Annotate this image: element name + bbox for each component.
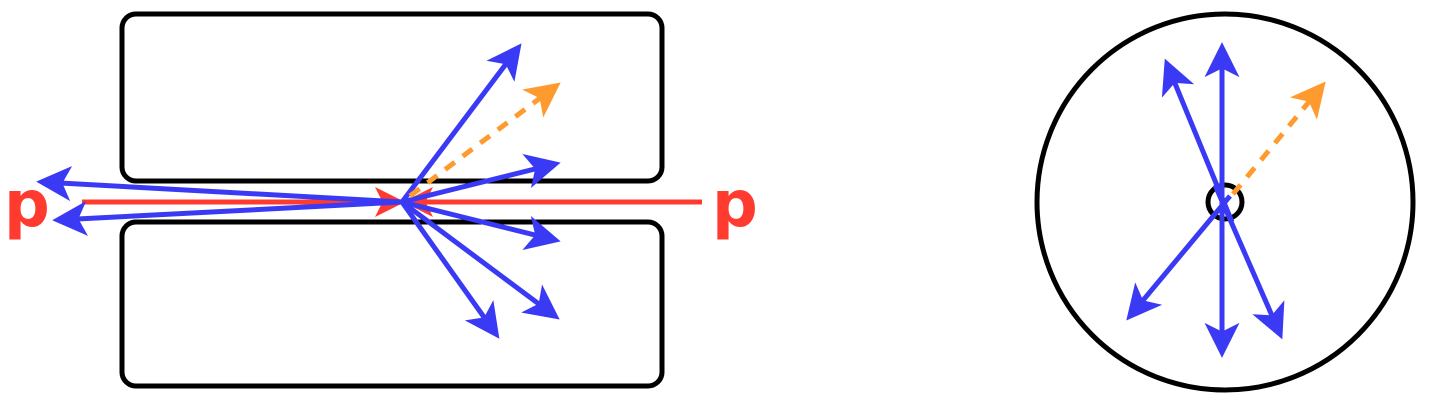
side-view: p p (4, 11, 758, 389)
end-view (1034, 11, 1416, 393)
end-missing-momentum-arrow (1231, 81, 1326, 196)
missing-momentum-arrow (408, 82, 561, 198)
proton-label-left: p (4, 168, 50, 242)
lower-detector-half (119, 219, 665, 389)
track-down-shallow (401, 199, 561, 250)
track-down-mid (400, 199, 560, 320)
track-down-steep (399, 200, 500, 339)
end-track-down-left (1126, 194, 1232, 321)
forward-track-upper (36, 166, 403, 205)
track-up-steep (400, 43, 522, 204)
detector-end-view-circle (1034, 11, 1416, 393)
forward-track-lower (52, 199, 403, 236)
beam-pipe-circle (1205, 182, 1245, 222)
end-track-down-right (1212, 184, 1285, 340)
upper-detector-half (119, 11, 665, 184)
proton-label-right: p (712, 168, 758, 242)
track-up-shallow (401, 154, 561, 205)
